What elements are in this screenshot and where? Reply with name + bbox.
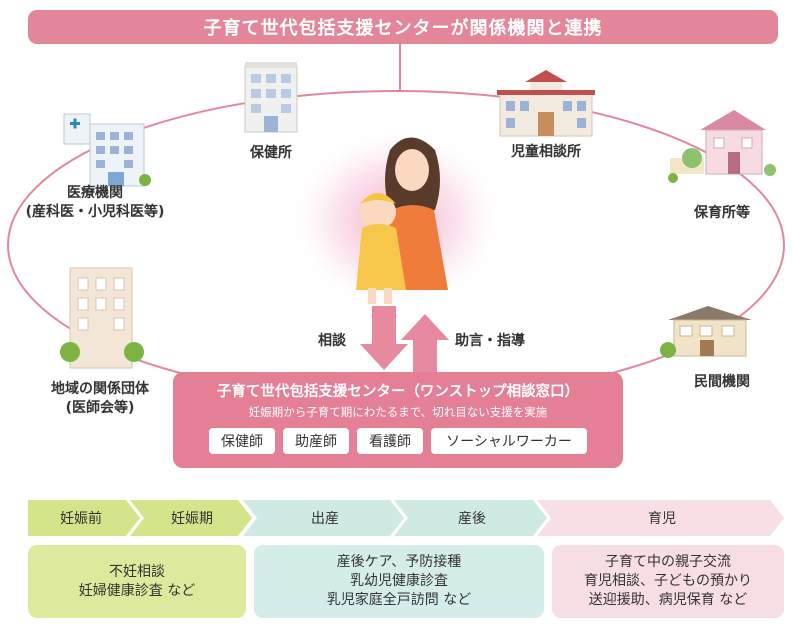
arrow-up-label: 助言・指導 (455, 333, 525, 349)
phase-shape-3 (394, 500, 547, 536)
support-line: 産後ケア、予防接種 (336, 554, 462, 570)
node-chiiki: 地域の関係団体 (医師会等) (20, 380, 180, 418)
node-minkan-label: 民間機関 (694, 374, 750, 390)
up-arrow (401, 314, 449, 372)
center-title: 子育て世代包括支援センター（ワンストップ相談窓口） (216, 384, 580, 400)
phase-shape-2 (243, 500, 404, 536)
jidou-building-icon (497, 70, 595, 137)
phase-shape-4 (537, 500, 784, 536)
hokenjo-building-icon (244, 62, 298, 133)
node-jidou: 児童相談所 (497, 143, 595, 162)
hoikusho-building-icon (668, 110, 776, 183)
role-badge: 助産師 (283, 428, 349, 454)
phase-label: 育児 (648, 511, 676, 527)
center-box: 子育て世代包括支援センター（ワンストップ相談窓口） 妊娠期から子育て期にわたるま… (173, 372, 623, 468)
phase-label: 妊娠期 (171, 511, 213, 527)
node-hokenjo: 保健所 (236, 144, 306, 163)
support-line: 妊婦健康診査 など (78, 582, 196, 599)
phase-label: 産後 (458, 511, 486, 527)
role-badge: ソーシャルワーカー (431, 428, 587, 454)
support-line: 送迎援助、病児保育 など (588, 592, 748, 608)
node-chiiki-sub: (医師会等) (65, 400, 135, 416)
role-badge: 保健師 (209, 428, 275, 454)
node-iryou: 医療機関 (産科医・小児科医等) (0, 184, 190, 222)
node-iryou-sub: (産科医・小児科医等) (25, 204, 165, 220)
node-iryou-label: 医療機関 (67, 185, 123, 201)
phase-shape-1 (130, 500, 252, 536)
node-jidou-label: 児童相談所 (511, 144, 581, 160)
support-line: 乳幼児健康診査 (350, 573, 448, 589)
node-hoikusho-label: 保育所等 (694, 205, 750, 221)
support-box-prenatal: 不妊相談 妊婦健康診査 など (28, 545, 246, 618)
iryou-building-icon (63, 113, 151, 187)
role-badge: 看護師 (357, 428, 423, 454)
support-line: 子育て中の親子交流 (605, 554, 731, 570)
arrow-down-label: 相談 (318, 333, 346, 349)
mother-child-illustration (356, 137, 448, 304)
center-subtitle: 妊娠期から子育て期にわたるまで、切れ目ない支援を実施 (248, 405, 548, 419)
support-line: 育児相談、子どもの預かり (584, 573, 752, 589)
phase-label: 出産 (311, 511, 339, 527)
node-hoikusho: 保育所等 (672, 204, 772, 223)
minkan-building-icon (660, 306, 752, 358)
node-minkan: 民間機関 (672, 373, 772, 392)
phase-shape-0 (28, 500, 140, 536)
support-line: 乳児家庭全戸訪問 など (326, 592, 472, 608)
support-box-childcare: 子育て中の親子交流 育児相談、子どもの預かり 送迎援助、病児保育 など (552, 545, 784, 618)
top-banner-title: 子育て世代包括支援センターが関係機関と連携 (203, 18, 603, 39)
support-box-postnatal: 産後ケア、予防接種 乳幼児健康診査 乳児家庭全戸訪問 など (254, 545, 544, 618)
support-line: 不妊相談 (109, 563, 165, 580)
chiiki-building-icon (60, 267, 144, 369)
top-banner: 子育て世代包括支援センターが関係機関と連携 (28, 10, 778, 44)
phase-label: 妊娠前 (60, 511, 102, 527)
down-arrow (360, 306, 408, 370)
node-chiiki-label: 地域の関係団体 (51, 381, 149, 397)
node-hokenjo-label: 保健所 (250, 145, 292, 161)
